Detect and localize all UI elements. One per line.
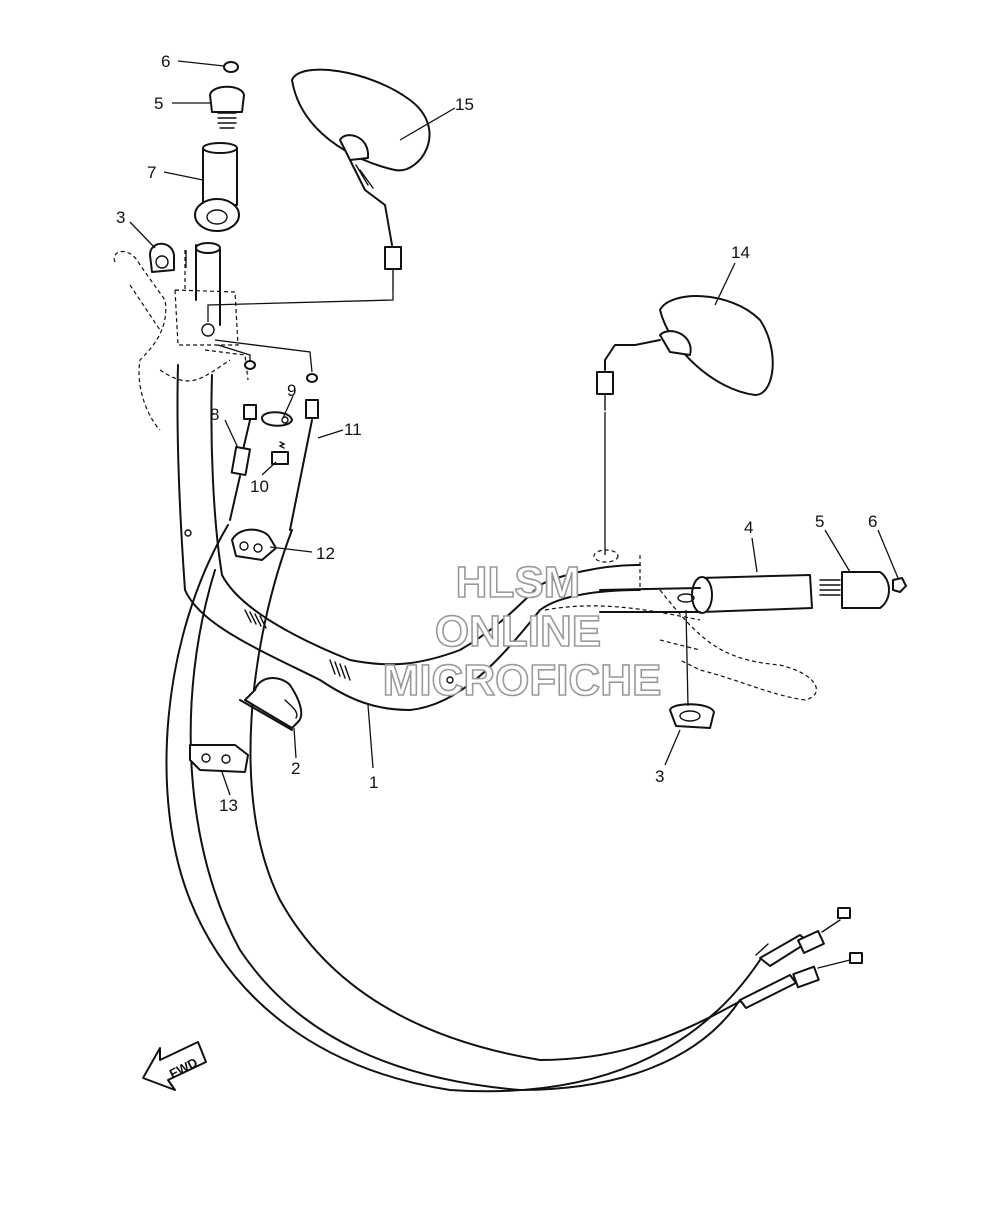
callout-15: 15: [455, 95, 474, 114]
screw-left: [223, 61, 239, 73]
switch-holder-left: [149, 242, 175, 273]
right-brake-lever-outline: [544, 549, 817, 701]
callout-9: 9: [287, 381, 296, 400]
screw-right: [892, 577, 907, 593]
callout-3-right: 3: [655, 767, 664, 786]
right-grip: [599, 574, 813, 614]
callout-8: 8: [210, 405, 219, 424]
callout-13: 13: [219, 796, 238, 815]
callout-numbers: 6 5 7 3 15 14 8 9 10 11 12 4 5 6 3 1 2 1…: [116, 52, 877, 815]
nut-10: [271, 441, 289, 465]
left-clutch-lever-outline: [113, 250, 249, 431]
callout-2: 2: [291, 759, 300, 778]
cable-holder-12: [231, 528, 277, 561]
clamp-2: [239, 677, 303, 731]
callout-5-right: 5: [815, 512, 824, 531]
watermark-line2: ONLINE: [435, 607, 601, 656]
callout-6-right: 6: [868, 512, 877, 531]
callout-7: 7: [147, 163, 156, 182]
callout-3-left: 3: [116, 208, 125, 227]
callout-11: 11: [344, 420, 362, 439]
watermark-line3: MICROFICHE: [383, 656, 662, 705]
left-grip: [194, 142, 240, 232]
callout-14: 14: [731, 243, 750, 262]
leader-lines: [129, 60, 899, 796]
grip-end-left: [209, 85, 245, 129]
handlebar: [176, 242, 641, 711]
watermark-line1: HLSM: [456, 558, 581, 607]
grip-end-right: [819, 571, 890, 609]
callout-12: 12: [316, 544, 335, 563]
switch-holder-right: [669, 703, 715, 729]
lock-washer-9: [261, 411, 293, 427]
mirror-right: [596, 295, 774, 411]
callout-6-left: 6: [161, 52, 170, 71]
cable-holder-13: [189, 744, 249, 773]
fwd-direction-arrow: FWD: [142, 1041, 207, 1091]
callout-4: 4: [744, 518, 753, 537]
callout-10: 10: [250, 477, 269, 496]
callout-5-left: 5: [154, 94, 163, 113]
watermark: HLSM ONLINE MICROFICHE: [382, 557, 662, 706]
callout-1: 1: [369, 773, 378, 792]
cable-adjuster-11: [289, 373, 319, 531]
mirror-left: [291, 68, 431, 291]
